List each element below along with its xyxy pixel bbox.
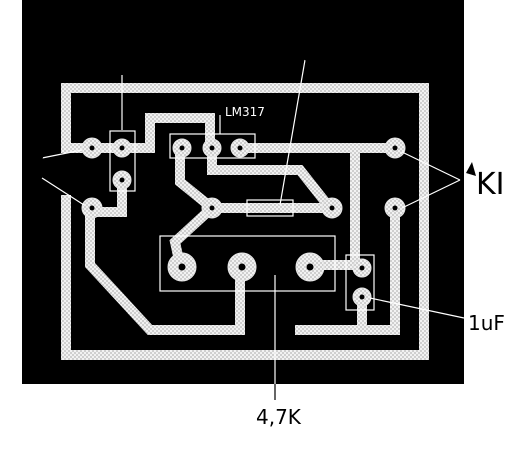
trace-conn-low xyxy=(357,203,400,335)
annotation-leaders xyxy=(35,54,465,400)
trace-reg-adj xyxy=(175,143,220,216)
label-1uf: 1uF xyxy=(468,311,505,335)
arrow-head-icon xyxy=(466,162,476,176)
label-100nf: 100nF xyxy=(72,43,136,68)
label-4-7k: 4,7K xyxy=(256,405,302,429)
pads xyxy=(81,137,406,307)
trace-reg-mid xyxy=(207,143,338,216)
silkscreen-outlines xyxy=(109,130,375,311)
label-lm317: LM317 xyxy=(225,105,265,119)
cap-100n-outline xyxy=(109,130,136,192)
cap-1u-outline xyxy=(345,254,375,311)
label-ki: KI xyxy=(476,167,505,202)
regulator-outline xyxy=(169,133,256,159)
pot-outline xyxy=(159,235,336,292)
copper-traces xyxy=(61,83,429,360)
resistor-outline xyxy=(246,199,294,217)
label-240: 240 xyxy=(288,33,326,57)
trace-cap-bottom xyxy=(85,175,245,335)
label-input: I3V xyxy=(22,152,45,168)
trace-outer-loop xyxy=(61,83,429,360)
